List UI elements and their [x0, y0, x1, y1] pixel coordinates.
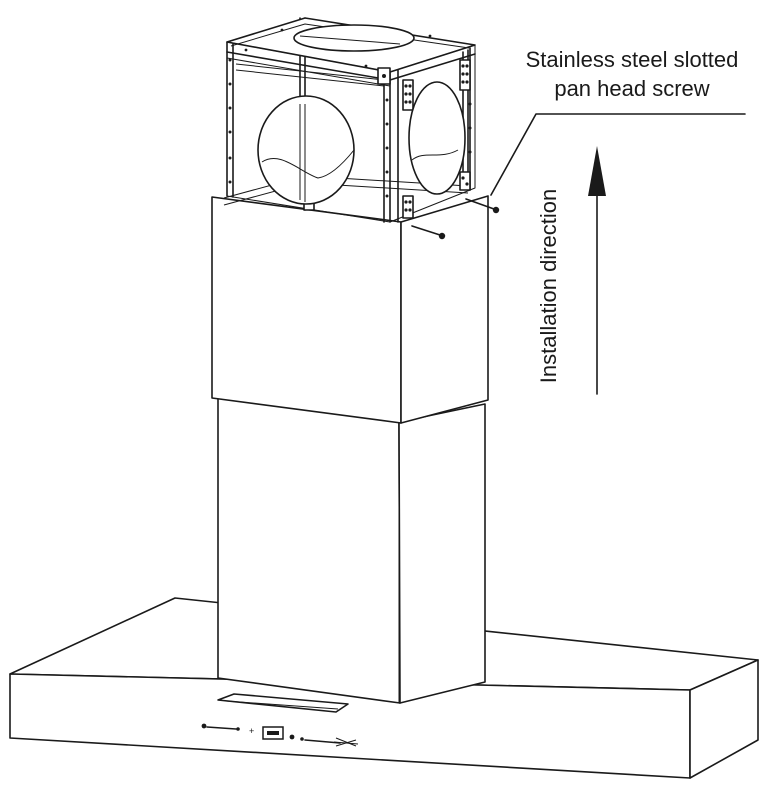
front-duct-opening	[257, 95, 355, 205]
upper-cover-front	[211, 196, 402, 424]
installation-direction-label: Installation direction	[536, 189, 561, 383]
svg-text:+: +	[249, 726, 254, 736]
control-panel: +	[201, 723, 359, 747]
canopy-side-face	[689, 659, 759, 779]
mounting-bracket-frame	[223, 17, 476, 223]
screw-front	[411, 225, 446, 240]
lower-cover-front	[217, 397, 401, 704]
side-duct-opening	[408, 81, 466, 195]
upper-chimney-cover	[211, 195, 489, 424]
installation-direction-arrow	[588, 146, 606, 395]
top-plate-opening	[293, 24, 415, 52]
lower-cover-side	[398, 403, 486, 704]
screw-label-line1: Stainless steel slotted	[526, 47, 739, 72]
screw-right	[465, 198, 500, 214]
lower-chimney-cover	[217, 397, 486, 704]
screw-callout-leader	[490, 113, 746, 196]
screw-label-line2: pan head screw	[554, 76, 709, 101]
upper-cover-side	[400, 195, 489, 424]
